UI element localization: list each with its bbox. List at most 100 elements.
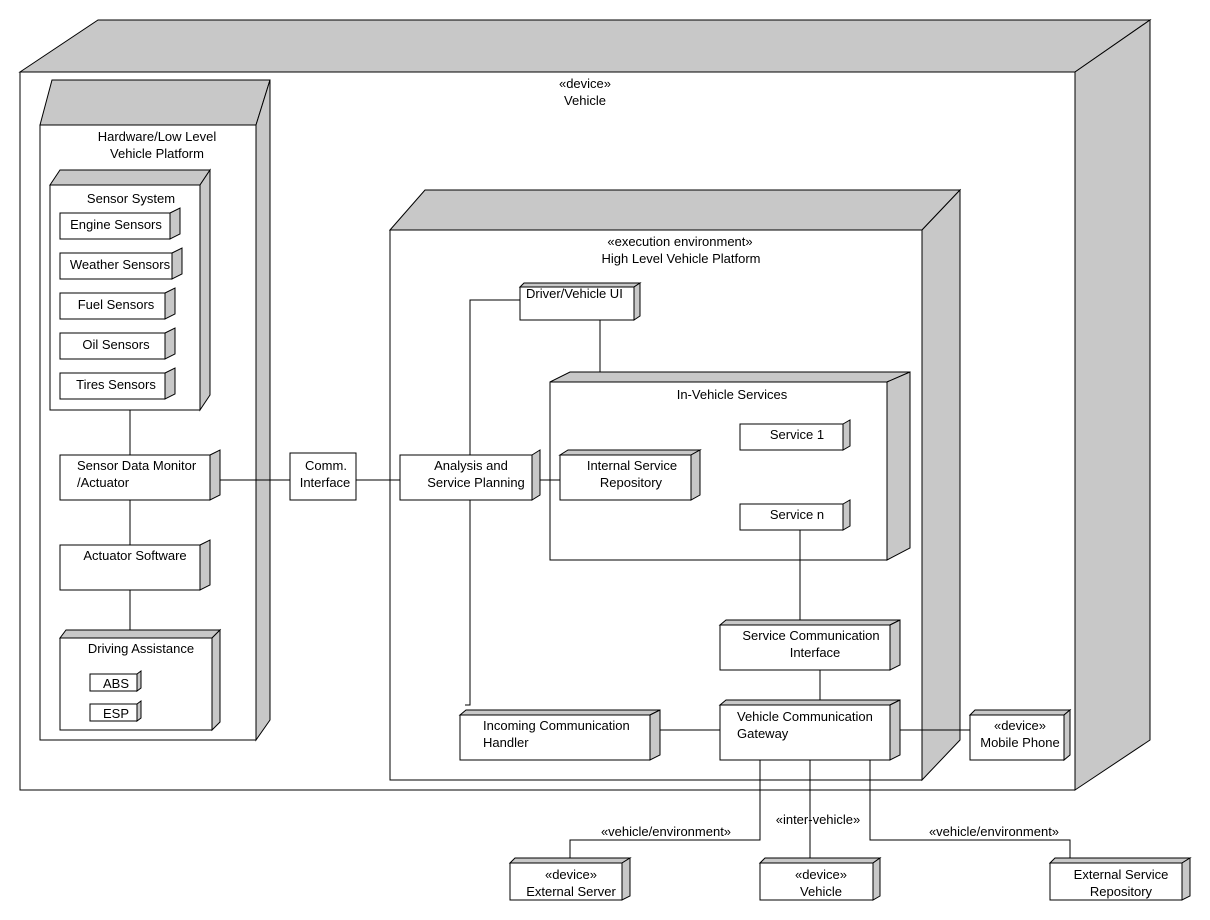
actuator-software-face [59, 544, 201, 591]
mobile-phone-face [969, 714, 1065, 761]
other-vehicle-top [758, 857, 882, 864]
assist-item-face [89, 703, 138, 722]
service-n-label: Service n [770, 507, 824, 522]
incoming-handler-side [649, 709, 661, 761]
driving-assistance-title: Driving Assistance [88, 641, 194, 656]
assist-item-abs: ABS [103, 676, 129, 691]
assist-item-side [136, 670, 142, 692]
sensor-monitor-face [59, 454, 211, 501]
mobile-phone-stereotype: «device» [994, 718, 1046, 733]
internal-repo-line2: Repository [600, 475, 663, 490]
sensor-item-side [171, 247, 183, 280]
driver-ui-side [633, 282, 641, 321]
analysis-planning-node: Analysis and Service Planning [399, 449, 541, 501]
sensor-system-side [199, 168, 211, 412]
high-level-stereotype: «execution environment» [607, 234, 752, 249]
external-server-node: «device» External Server [508, 857, 632, 901]
internal-repo-top [558, 449, 702, 456]
connector [569, 760, 761, 860]
link-label-vehicle-env-left: «vehicle/environment» [601, 824, 731, 839]
link-label-vehicle-env-right: «vehicle/environment» [929, 824, 1059, 839]
sensor-item-oil: Oil Sensors [82, 337, 150, 352]
hardware-node-side [255, 79, 271, 742]
incoming-handler-line1: Incoming Communication [483, 718, 630, 733]
connector [469, 299, 520, 455]
service-comm-side [889, 619, 901, 671]
high-level-title: High Level Vehicle Platform [602, 251, 761, 266]
mobile-phone-side [1063, 708, 1071, 762]
sensor-item-side [164, 327, 176, 360]
mobile-phone-title: Mobile Phone [980, 735, 1060, 750]
sensor-item: Engine Sensors [59, 207, 181, 240]
other-vehicle-face [759, 862, 874, 901]
assist-item-face [89, 673, 138, 692]
external-repo-face [1049, 862, 1183, 901]
sensor-item-face [59, 372, 166, 400]
service-1-label: Service 1 [770, 427, 824, 442]
sensor-system-title: Sensor System [87, 191, 175, 206]
assist-item-side [136, 700, 142, 722]
service-n-side [842, 499, 851, 531]
sensor-item-face [59, 332, 166, 360]
other-vehicle-title: Vehicle [800, 884, 842, 899]
vehicle-node-top [18, 19, 1152, 73]
internal-repo-line1: Internal Service [587, 458, 677, 473]
in-vehicle-services-title: In-Vehicle Services [677, 387, 788, 402]
high-level-node-top [388, 189, 962, 231]
service-comm-interface-node: Service Communication Interface [718, 619, 901, 671]
external-server-top [508, 857, 632, 864]
other-vehicle-side [872, 857, 881, 901]
driver-ui-label: Driver/Vehicle UI [526, 286, 623, 301]
service-comm-face [719, 624, 891, 671]
vehicle-stereotype: «device» [559, 76, 611, 91]
analysis-line1: Analysis and [434, 458, 508, 473]
vehicle-gateway-line2: Gateway [737, 726, 789, 741]
in-vehicle-services-top [549, 371, 911, 383]
vehicle-gateway-node: Vehicle Communication Gateway [718, 699, 901, 761]
comm-interface-node: Comm. Interface [289, 452, 357, 501]
connector [869, 760, 1071, 860]
analysis-line2: Service Planning [427, 475, 525, 490]
mobile-phone-node: «device» Mobile Phone [968, 708, 1072, 762]
hardware-node-top [39, 79, 271, 126]
hardware-title-line2: Vehicle Platform [110, 146, 204, 161]
sensor-monitor-side [209, 449, 221, 501]
sensor-system-top [49, 169, 211, 186]
service-1-face [739, 423, 844, 451]
incoming-handler-line2: Handler [483, 735, 529, 750]
external-server-title: External Server [526, 884, 616, 899]
sensor-item: Weather Sensors [59, 247, 183, 280]
service-comm-top [718, 619, 901, 626]
vehicle-gateway-top [718, 699, 901, 706]
analysis-side [531, 449, 541, 501]
service-n-face [739, 503, 844, 531]
internal-repo-face [559, 454, 692, 501]
link-label-inter-vehicle: «inter-vehicle» [776, 812, 861, 827]
external-repo-side [1181, 857, 1191, 901]
service-1-node: Service 1 [739, 419, 851, 451]
internal-repo-side [690, 449, 701, 501]
comm-interface-line1: Comm. [305, 458, 347, 473]
connector [465, 500, 471, 706]
high-level-node-side [921, 188, 961, 782]
connectors [129, 299, 1071, 860]
external-repo-line1: External Service [1074, 867, 1169, 882]
vehicle-title: Vehicle [564, 93, 606, 108]
external-repository-node: External Service Repository [1048, 857, 1192, 901]
sensor-item-face [59, 292, 166, 320]
mobile-phone-top [968, 709, 1072, 716]
vehicle-gateway-line1: Vehicle Communication [737, 709, 873, 724]
sensor-item-engine: Engine Sensors [70, 217, 162, 232]
sensor-item: Oil Sensors [59, 327, 176, 360]
sensor-item: Tires Sensors [59, 367, 176, 400]
comm-interface-line2: Interface [300, 475, 351, 490]
sensor-monitor-line1: Sensor Data Monitor [77, 458, 197, 473]
internal-repository-node: Internal Service Repository [558, 449, 702, 501]
sensor-item-tires: Tires Sensors [76, 377, 156, 392]
sensor-monitor-line2: /Actuator [77, 475, 130, 490]
sensor-item-face [59, 212, 171, 240]
sensor-item-side [169, 207, 181, 240]
external-server-stereotype: «device» [545, 867, 597, 882]
external-server-side [621, 857, 631, 901]
